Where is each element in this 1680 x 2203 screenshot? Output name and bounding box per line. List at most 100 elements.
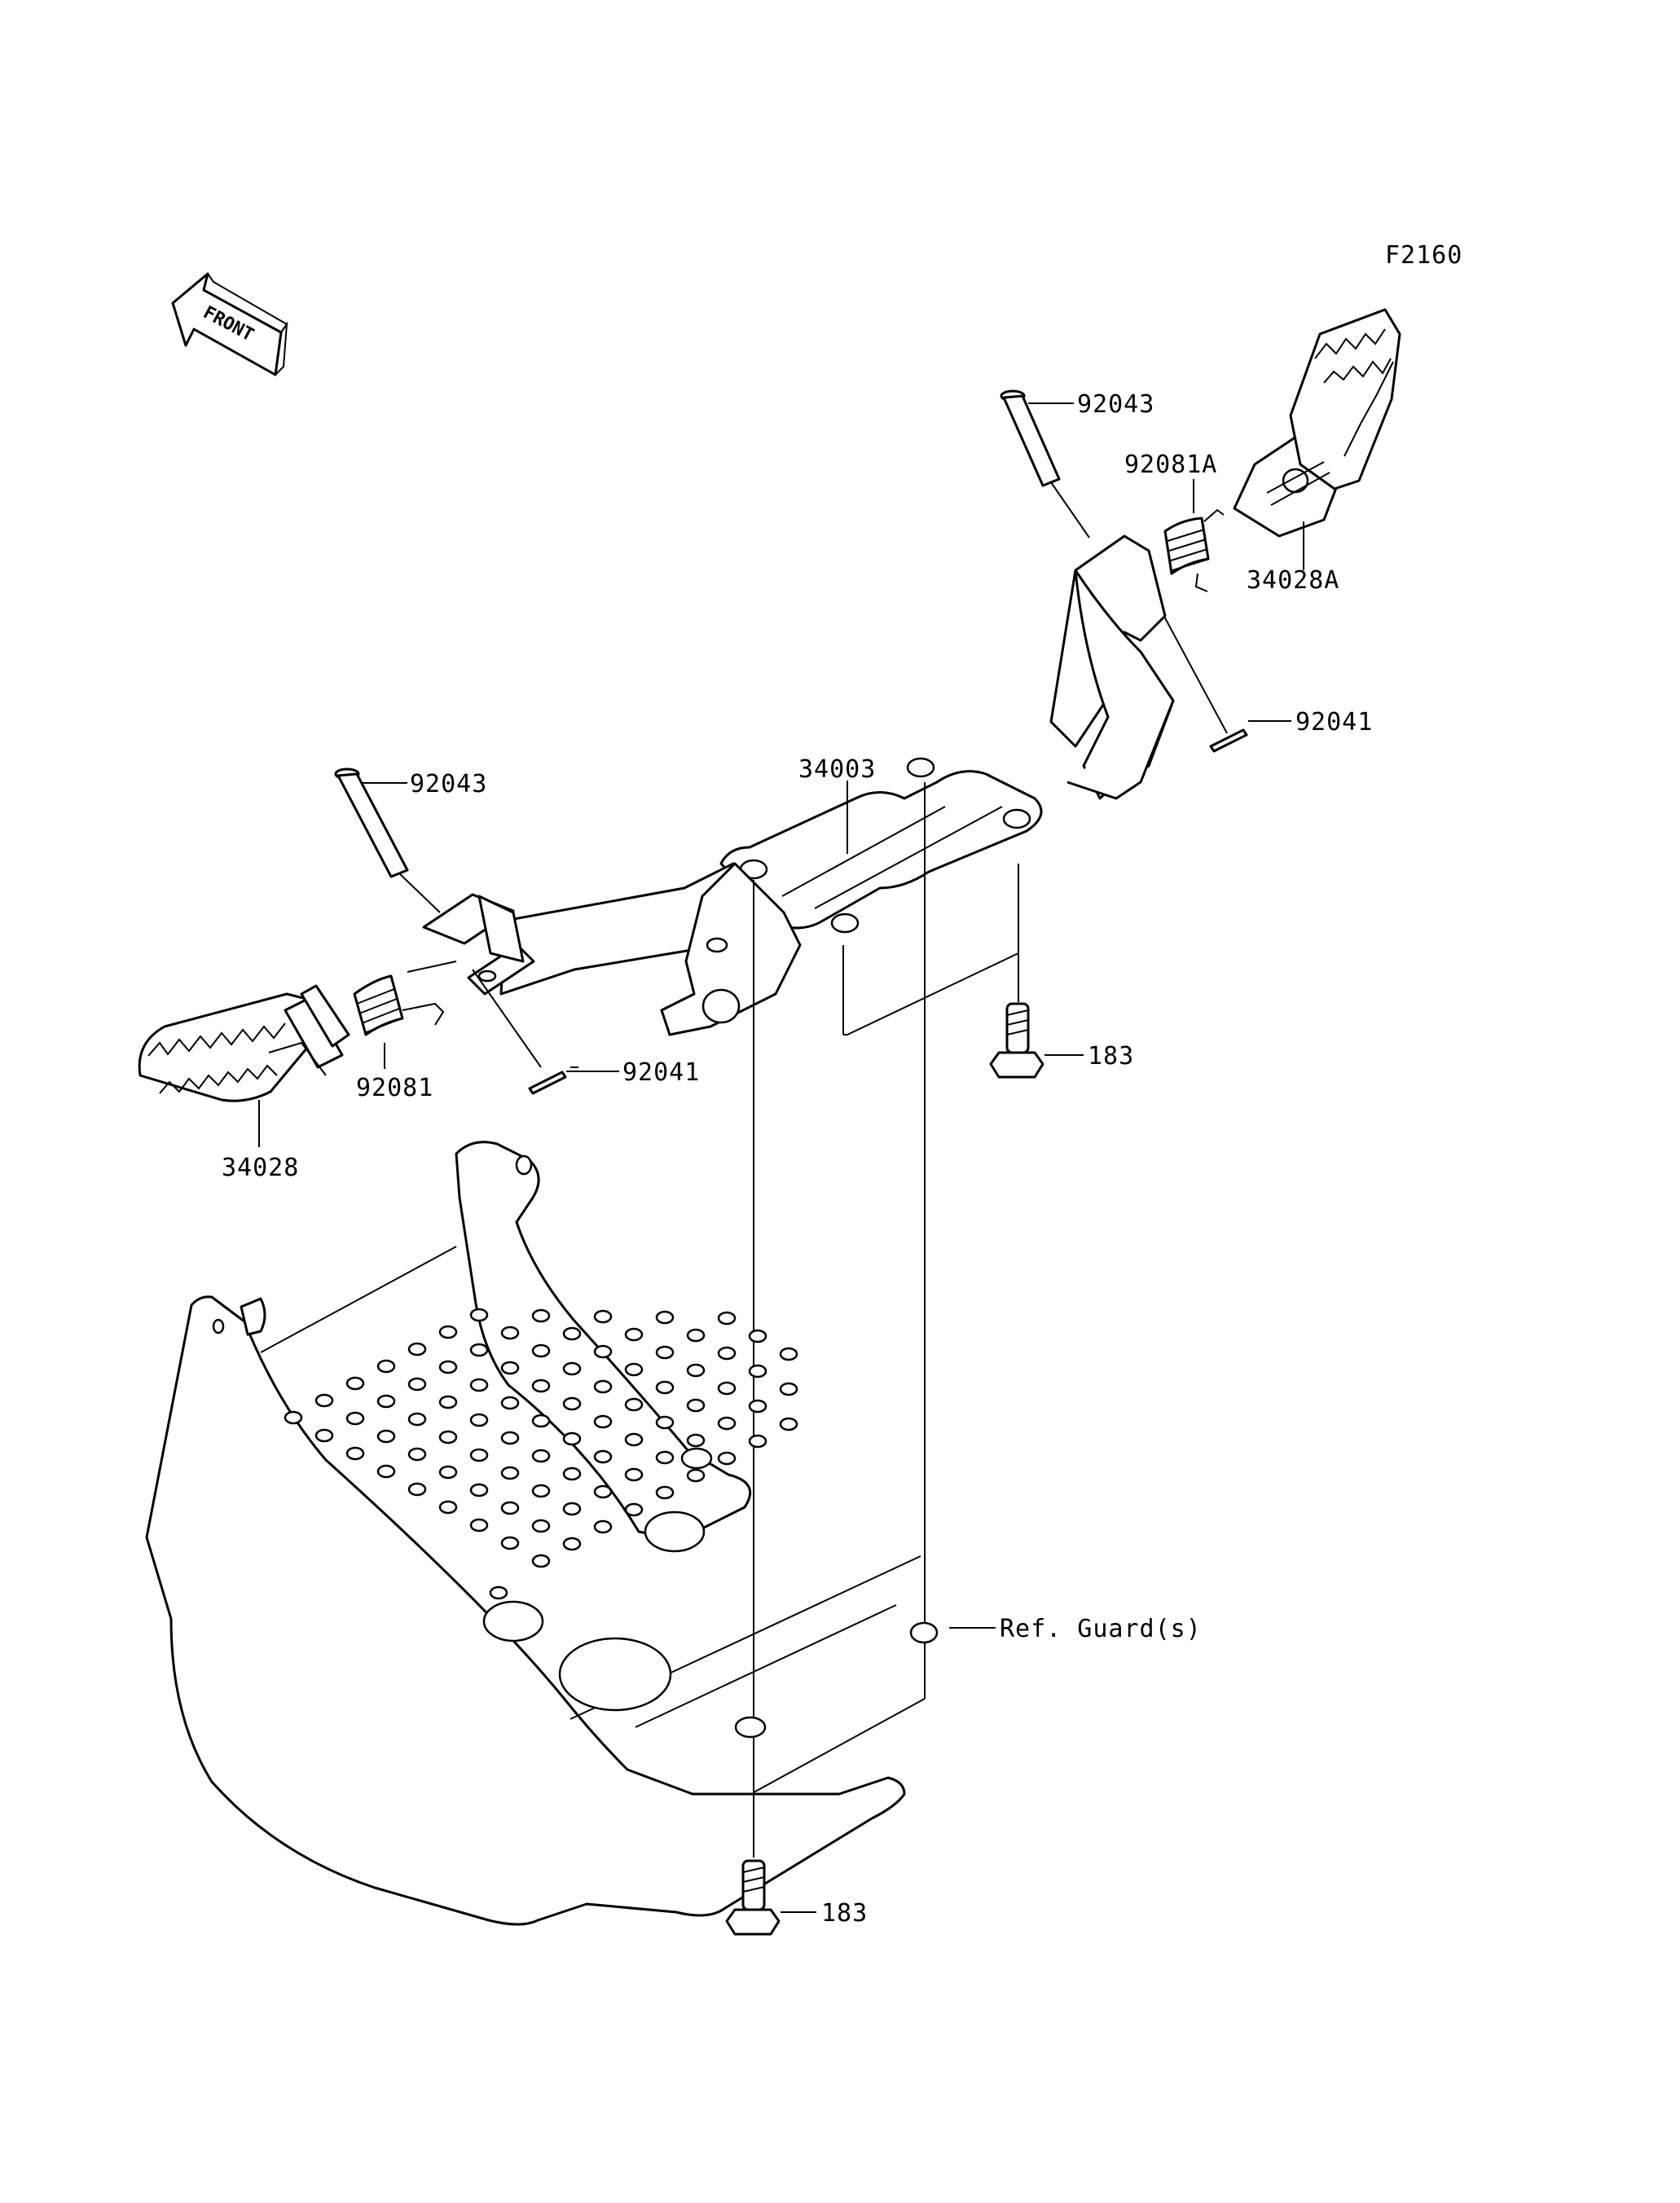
label-92041-right: 92041 [1295,708,1373,737]
perforation-hole [562,1466,582,1481]
perforation-hole [531,1343,551,1358]
perforation-hole [593,1449,613,1464]
perforation-hole [717,1451,737,1466]
perforation-hole [593,1344,613,1359]
guard-perforations [284,1308,798,1568]
perforation-hole [655,1450,675,1465]
skid-guard [145,1141,939,1926]
label-92081: 92081 [356,1074,433,1102]
perforation-hole [717,1311,737,1326]
perforation-hole [624,1502,644,1517]
perforation-hole [438,1500,458,1515]
perforation-hole [686,1398,706,1413]
label-183-upper: 183 [1088,1042,1134,1071]
bracket-34003 [422,534,1175,1036]
perforation-hole [686,1328,706,1343]
perforation-hole [655,1345,675,1360]
perforation-hole [624,1327,644,1342]
perforation-hole [624,1432,644,1447]
perforation-hole [469,1308,489,1322]
perforation-hole [345,1376,365,1391]
perforation-hole [748,1329,767,1343]
label-92081A: 92081A [1124,451,1217,479]
perforation-hole [624,1362,644,1377]
perforation-hole [717,1416,737,1431]
perforation-hole [531,1414,551,1428]
perforation-hole [562,1431,582,1446]
perforation-hole [717,1346,737,1361]
perforation-hole [500,1536,520,1550]
perforation-hole [562,1361,582,1376]
perforation-hole [593,1519,613,1534]
perforation-hole [624,1467,644,1482]
front-arrow-icon: FRONT [171,272,288,376]
perforation-hole [500,1431,520,1445]
perforation-hole [407,1482,427,1497]
cotter-92041-left [528,1071,567,1095]
perforation-hole [562,1502,582,1516]
label-183-lower: 183 [821,1899,868,1928]
perforation-hole [593,1484,613,1499]
perforation-hole [314,1393,334,1408]
label-34028: 34028 [222,1154,299,1182]
perforation-hole [531,1449,551,1463]
perforation-hole [469,1483,489,1497]
perforation-hole [407,1377,427,1392]
perforation-hole [376,1359,396,1374]
perforation-hole [562,1326,582,1341]
perforation-hole [376,1394,396,1409]
perforation-hole [655,1415,675,1430]
label-92041-left: 92041 [622,1058,700,1087]
perforation-hole [748,1399,767,1414]
pin-92043-right [1000,389,1090,539]
perforation-hole [655,1310,675,1325]
label-ref-guard: Ref. Guard(s) [1000,1615,1202,1643]
perforation-hole [748,1434,767,1449]
perforation-hole [686,1468,706,1483]
perforation-hole [469,1343,489,1357]
perforation-hole [500,1466,520,1480]
perforation-hole [469,1448,489,1462]
perforation-hole [500,1361,520,1375]
label-34028A: 34028A [1247,566,1339,595]
perforation-hole [655,1380,675,1395]
perforation-hole [531,1519,551,1533]
perforation-hole [717,1381,737,1396]
label-34003: 34003 [798,755,876,784]
footpeg-34028 [138,984,350,1102]
perforation-hole [686,1363,706,1378]
spring-92081A [1163,508,1225,592]
perforation-hole [438,1395,458,1409]
perforation-hole [376,1464,396,1479]
perforation-hole [407,1342,427,1357]
bolt-183-upper [989,1002,1045,1079]
perforation-hole [469,1518,489,1532]
perforation-hole [562,1396,582,1411]
perforation-hole [531,1554,551,1568]
perforation-hole [593,1379,613,1394]
perforation-hole [438,1430,458,1444]
perforation-hole [531,1308,551,1323]
cotter-92041-right [1209,728,1248,753]
perforation-hole [593,1414,613,1429]
perforation-hole [779,1382,798,1396]
perforation-hole [686,1433,706,1448]
spring-92081 [353,961,457,1036]
perforation-hole [469,1378,489,1392]
footpeg-34028A [1233,308,1401,538]
perforation-hole [500,1501,520,1515]
perforation-hole [531,1484,551,1498]
perforation-hole [345,1446,365,1461]
perforation-hole [284,1410,303,1425]
figure-id: F2160 [1385,241,1462,270]
perforation-hole [314,1428,334,1443]
label-92043-left: 92043 [410,770,487,798]
bolt-183-lower [725,1859,781,1936]
perforation-hole [407,1447,427,1462]
perforation-hole [438,1360,458,1374]
perforation-hole [469,1413,489,1427]
pin-92043-left [334,767,441,913]
perforation-hole [624,1397,644,1412]
perforation-hole [748,1364,767,1379]
